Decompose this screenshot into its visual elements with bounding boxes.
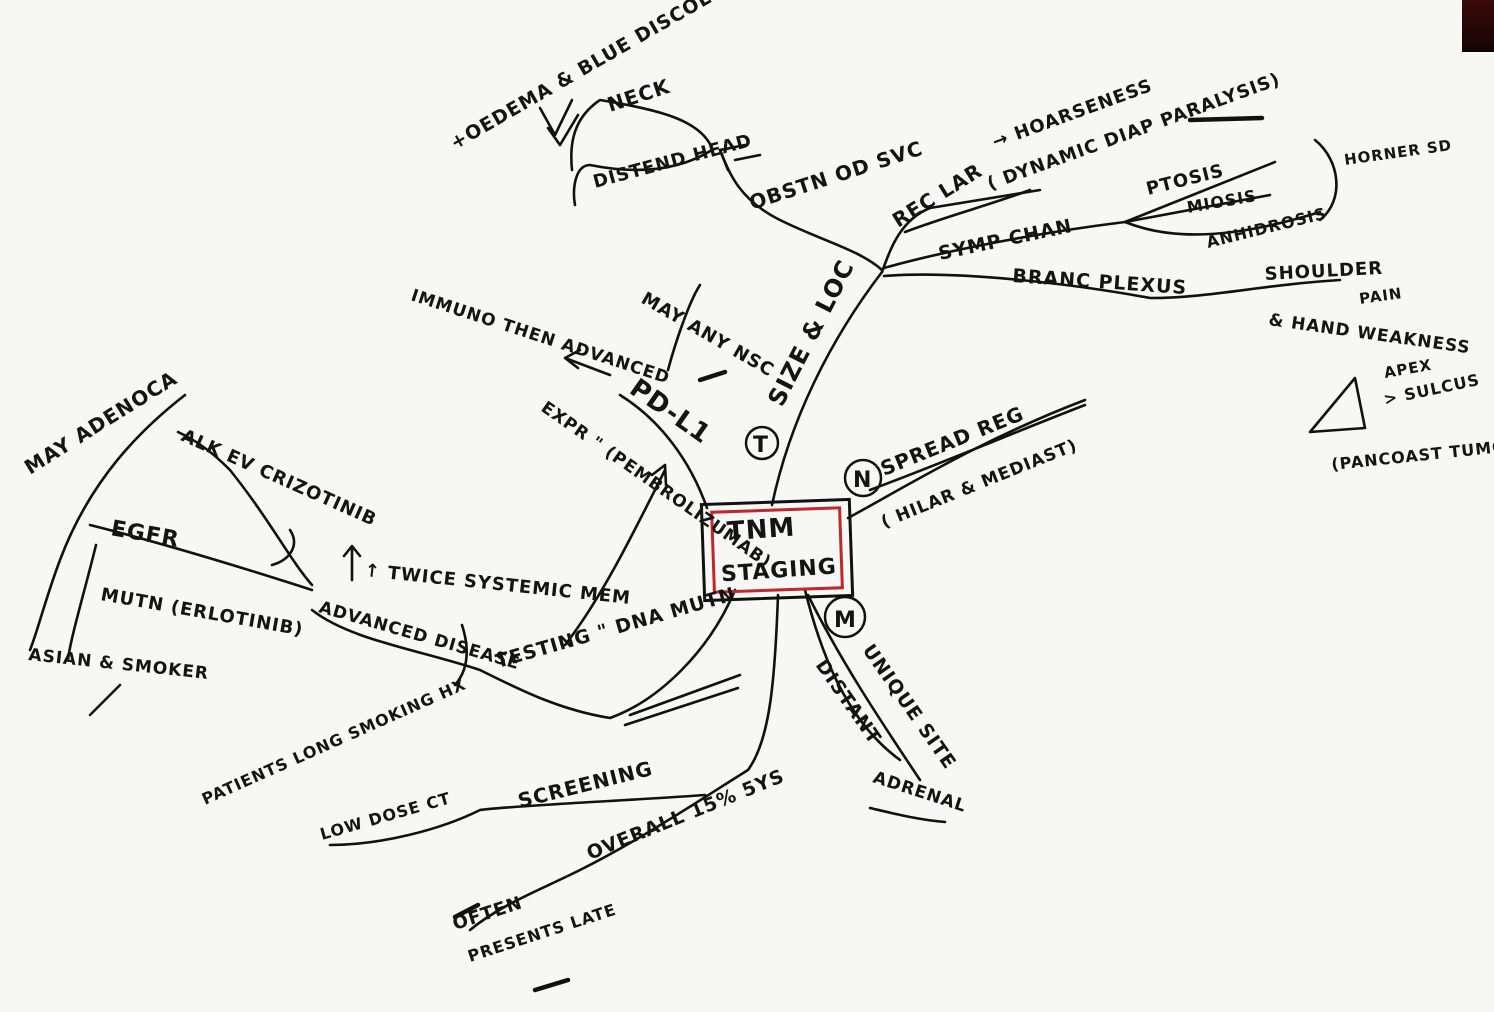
apex-label: APEX	[1383, 356, 1434, 382]
horner-bracket	[1313, 138, 1338, 222]
alk-label: ALK EV CRIZOTINIB	[178, 425, 380, 530]
svc-label: OBSTN OD SVC	[746, 136, 926, 215]
egfr-strike	[66, 543, 98, 662]
svg-text:N: N	[853, 468, 872, 493]
distend-label: DISTEND HEAD	[591, 130, 755, 193]
brach-line	[882, 273, 1342, 300]
t-marker: T	[744, 425, 780, 461]
screening-line	[328, 793, 707, 847]
hand-weakness-label: & HAND WEAKNESS	[1267, 310, 1471, 358]
center-title-line2: STAGING	[720, 554, 837, 587]
smoker-strike	[88, 683, 122, 717]
rec-lar-line	[903, 188, 1032, 234]
shoulder-label: SHOULDER	[1264, 258, 1383, 285]
pancoast-label: (PANCOAST TUMOR)	[1330, 434, 1494, 474]
horner-fork-bot	[1123, 210, 1322, 236]
symp-chan-line	[882, 220, 1127, 270]
adenoca-line	[28, 393, 187, 652]
immuno-arrow	[563, 348, 612, 377]
twice-arrow	[342, 544, 362, 582]
advanced-bracket	[453, 623, 468, 687]
adrenal-label: ADRENAL	[870, 768, 969, 817]
immuno-label: IMMUNO THEN ADVANCED	[408, 286, 672, 389]
expr-arrow	[563, 463, 668, 647]
underline-dynamic	[1187, 115, 1265, 123]
apex-triangle	[1308, 376, 1367, 434]
distend-line	[572, 148, 714, 207]
t-trunk-line	[770, 270, 884, 507]
miosis-label: MIOSIS	[1185, 186, 1258, 217]
svg-text:M: M	[834, 608, 857, 633]
asian-smoker-label: ASIAN & SMOKER	[27, 645, 209, 684]
mutn-underline	[623, 673, 742, 727]
horner-fork-mid	[1123, 193, 1272, 224]
twice-systemic-label: ↑ TWICE SYSTEMIC MEM	[363, 560, 631, 609]
m-marker: M	[823, 595, 867, 639]
screening-trunk	[468, 593, 780, 932]
t-fork-line	[880, 188, 1042, 274]
pain-label: PAIN	[1358, 284, 1403, 308]
corner-object	[1462, 0, 1494, 52]
nsc-line	[666, 283, 702, 372]
n-line	[846, 398, 1087, 520]
neck-line	[569, 98, 714, 172]
adrenal-underline	[868, 806, 947, 824]
horner-label: HORNER SD	[1343, 136, 1453, 169]
patients-label: PATIENTS LONG SMOKING HX	[199, 675, 469, 809]
alk-bracket	[270, 528, 296, 567]
mutn-label: MUTN (ERLOTINIB)	[99, 584, 305, 640]
brach-label: BRANC PLEXUS	[1012, 265, 1188, 299]
n-marker: N	[843, 458, 883, 498]
often-strike	[452, 902, 481, 920]
adenoca-label: MAY ADENOCA	[20, 366, 182, 479]
advanced-trunk	[310, 588, 737, 720]
late-underline	[532, 977, 571, 993]
egfr-label: EGFR	[109, 516, 181, 553]
lowdose-ct-label: LOW DOSE CT	[318, 788, 453, 843]
svc-arrow-line	[718, 143, 762, 172]
m-line	[806, 593, 922, 782]
advanced-label: ADVANCED DISEASE	[317, 598, 523, 675]
svg-text:T: T	[753, 433, 769, 458]
egfr-line	[88, 523, 314, 592]
distant-line	[803, 588, 902, 762]
symp-chan-label: SYMP CHAN	[936, 215, 1074, 265]
branch-lines	[28, 98, 1367, 993]
nsc-scribble	[697, 369, 728, 383]
alk-line	[176, 430, 314, 587]
horner-fork-top	[1123, 160, 1277, 224]
n-underline	[868, 403, 1087, 492]
svc-line	[718, 148, 884, 272]
center-title-line1: TNM	[726, 513, 796, 548]
pdl1-line	[618, 393, 709, 510]
oedema-checks	[538, 98, 580, 147]
neck-label: NECK	[604, 74, 673, 117]
often-label: OFTEN	[450, 892, 525, 934]
screening-label: SCREENING	[515, 756, 655, 813]
